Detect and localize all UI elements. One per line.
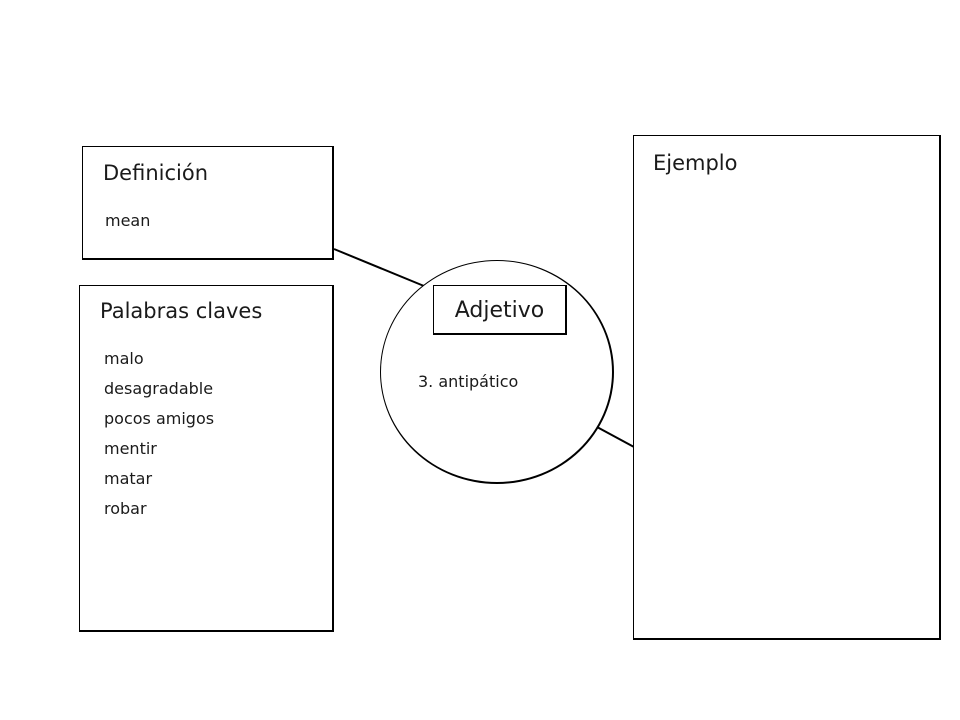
ejemplo-title: Ejemplo — [653, 151, 738, 175]
palabras-claves-title: Palabras claves — [100, 299, 263, 323]
connector-circle-to-ejemplo — [596, 426, 635, 448]
keyword-item: desagradable — [104, 379, 214, 398]
keyword-item: pocos amigos — [104, 409, 215, 428]
keyword-item: robar — [104, 499, 147, 518]
keyword-list: malo desagradable pocos amigos mentir ma… — [104, 344, 214, 524]
connector-definicion-to-circle — [333, 248, 425, 287]
definicion-box: Definición mean — [82, 146, 334, 260]
center-item-text: 3. antipático — [418, 372, 519, 391]
palabras-claves-box: Palabras claves malo desagradable pocos … — [79, 285, 334, 632]
center-label-box: Adjetivo — [433, 285, 567, 335]
keyword-item: mentir — [104, 439, 157, 458]
definicion-text: mean — [105, 211, 151, 230]
ejemplo-box: Ejemplo — [633, 135, 941, 640]
definicion-title: Definición — [103, 161, 208, 185]
keyword-item: matar — [104, 469, 153, 488]
keyword-item: malo — [104, 349, 144, 368]
